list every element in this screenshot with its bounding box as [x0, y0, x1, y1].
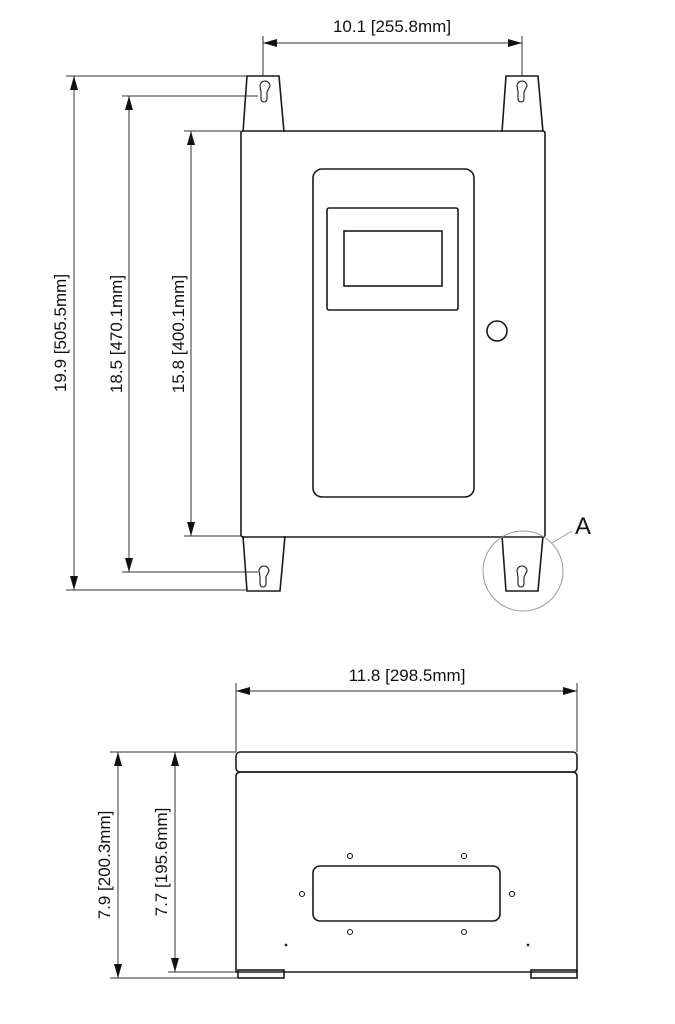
- mounting-tab-bottom-right: [501, 535, 544, 592]
- enclosure-lid: [235, 751, 578, 773]
- detail-a-circle: [482, 530, 564, 612]
- door-latch: [486, 320, 508, 342]
- bottom-width-label: 11.8 [298.5mm]: [349, 666, 466, 685]
- front-height-mounting-label: 18.5 [470.1mm]: [107, 275, 126, 393]
- front-view: A 10.1 [255.8mm] 19.9 [505.5mm] 18: [51, 17, 591, 612]
- front-height-mounting-dimension: 18.5 [470.1mm]: [107, 95, 258, 573]
- bottom-view: 11.8 [298.5mm] 7.9 [200.3mm] 7.7 [195.6m…: [95, 666, 578, 979]
- enclosure-body: [240, 130, 546, 538]
- bottom-height-body-dimension: 7.7 [195.6mm]: [152, 751, 236, 973]
- bottom-height-body-label: 7.7 [195.6mm]: [152, 808, 171, 917]
- gland-plate-screw-holes: [298, 852, 516, 936]
- front-height-body-label: 15.8 [400.1mm]: [169, 275, 188, 393]
- detail-a-label: A: [575, 513, 591, 540]
- front-width-dimension: 10.1 [255.8mm]: [262, 17, 523, 76]
- bottom-width-dimension: 11.8 [298.5mm]: [235, 666, 578, 752]
- front-height-body-dimension: 15.8 [400.1mm]: [169, 130, 241, 537]
- display-bezel: [326, 207, 459, 311]
- foot-left: [237, 969, 285, 979]
- front-width-label: 10.1 [255.8mm]: [333, 17, 451, 36]
- front-height-overall-dimension: 19.9 [505.5mm]: [51, 75, 247, 591]
- gland-plate-cutout: [312, 865, 501, 922]
- detail-a-leader: [551, 530, 573, 544]
- enclosure-bottom-body: [235, 771, 578, 973]
- bottom-height-overall-label: 7.9 [200.3mm]: [95, 811, 114, 920]
- mounting-tab-top-right: [501, 75, 544, 133]
- display-screen: [343, 230, 443, 287]
- foot-right: [530, 969, 578, 979]
- door-panel: [312, 168, 475, 498]
- mounting-tab-bottom-left: [242, 535, 286, 592]
- mounting-tab-top-left: [242, 75, 285, 133]
- front-height-overall-label: 19.9 [505.5mm]: [51, 274, 70, 392]
